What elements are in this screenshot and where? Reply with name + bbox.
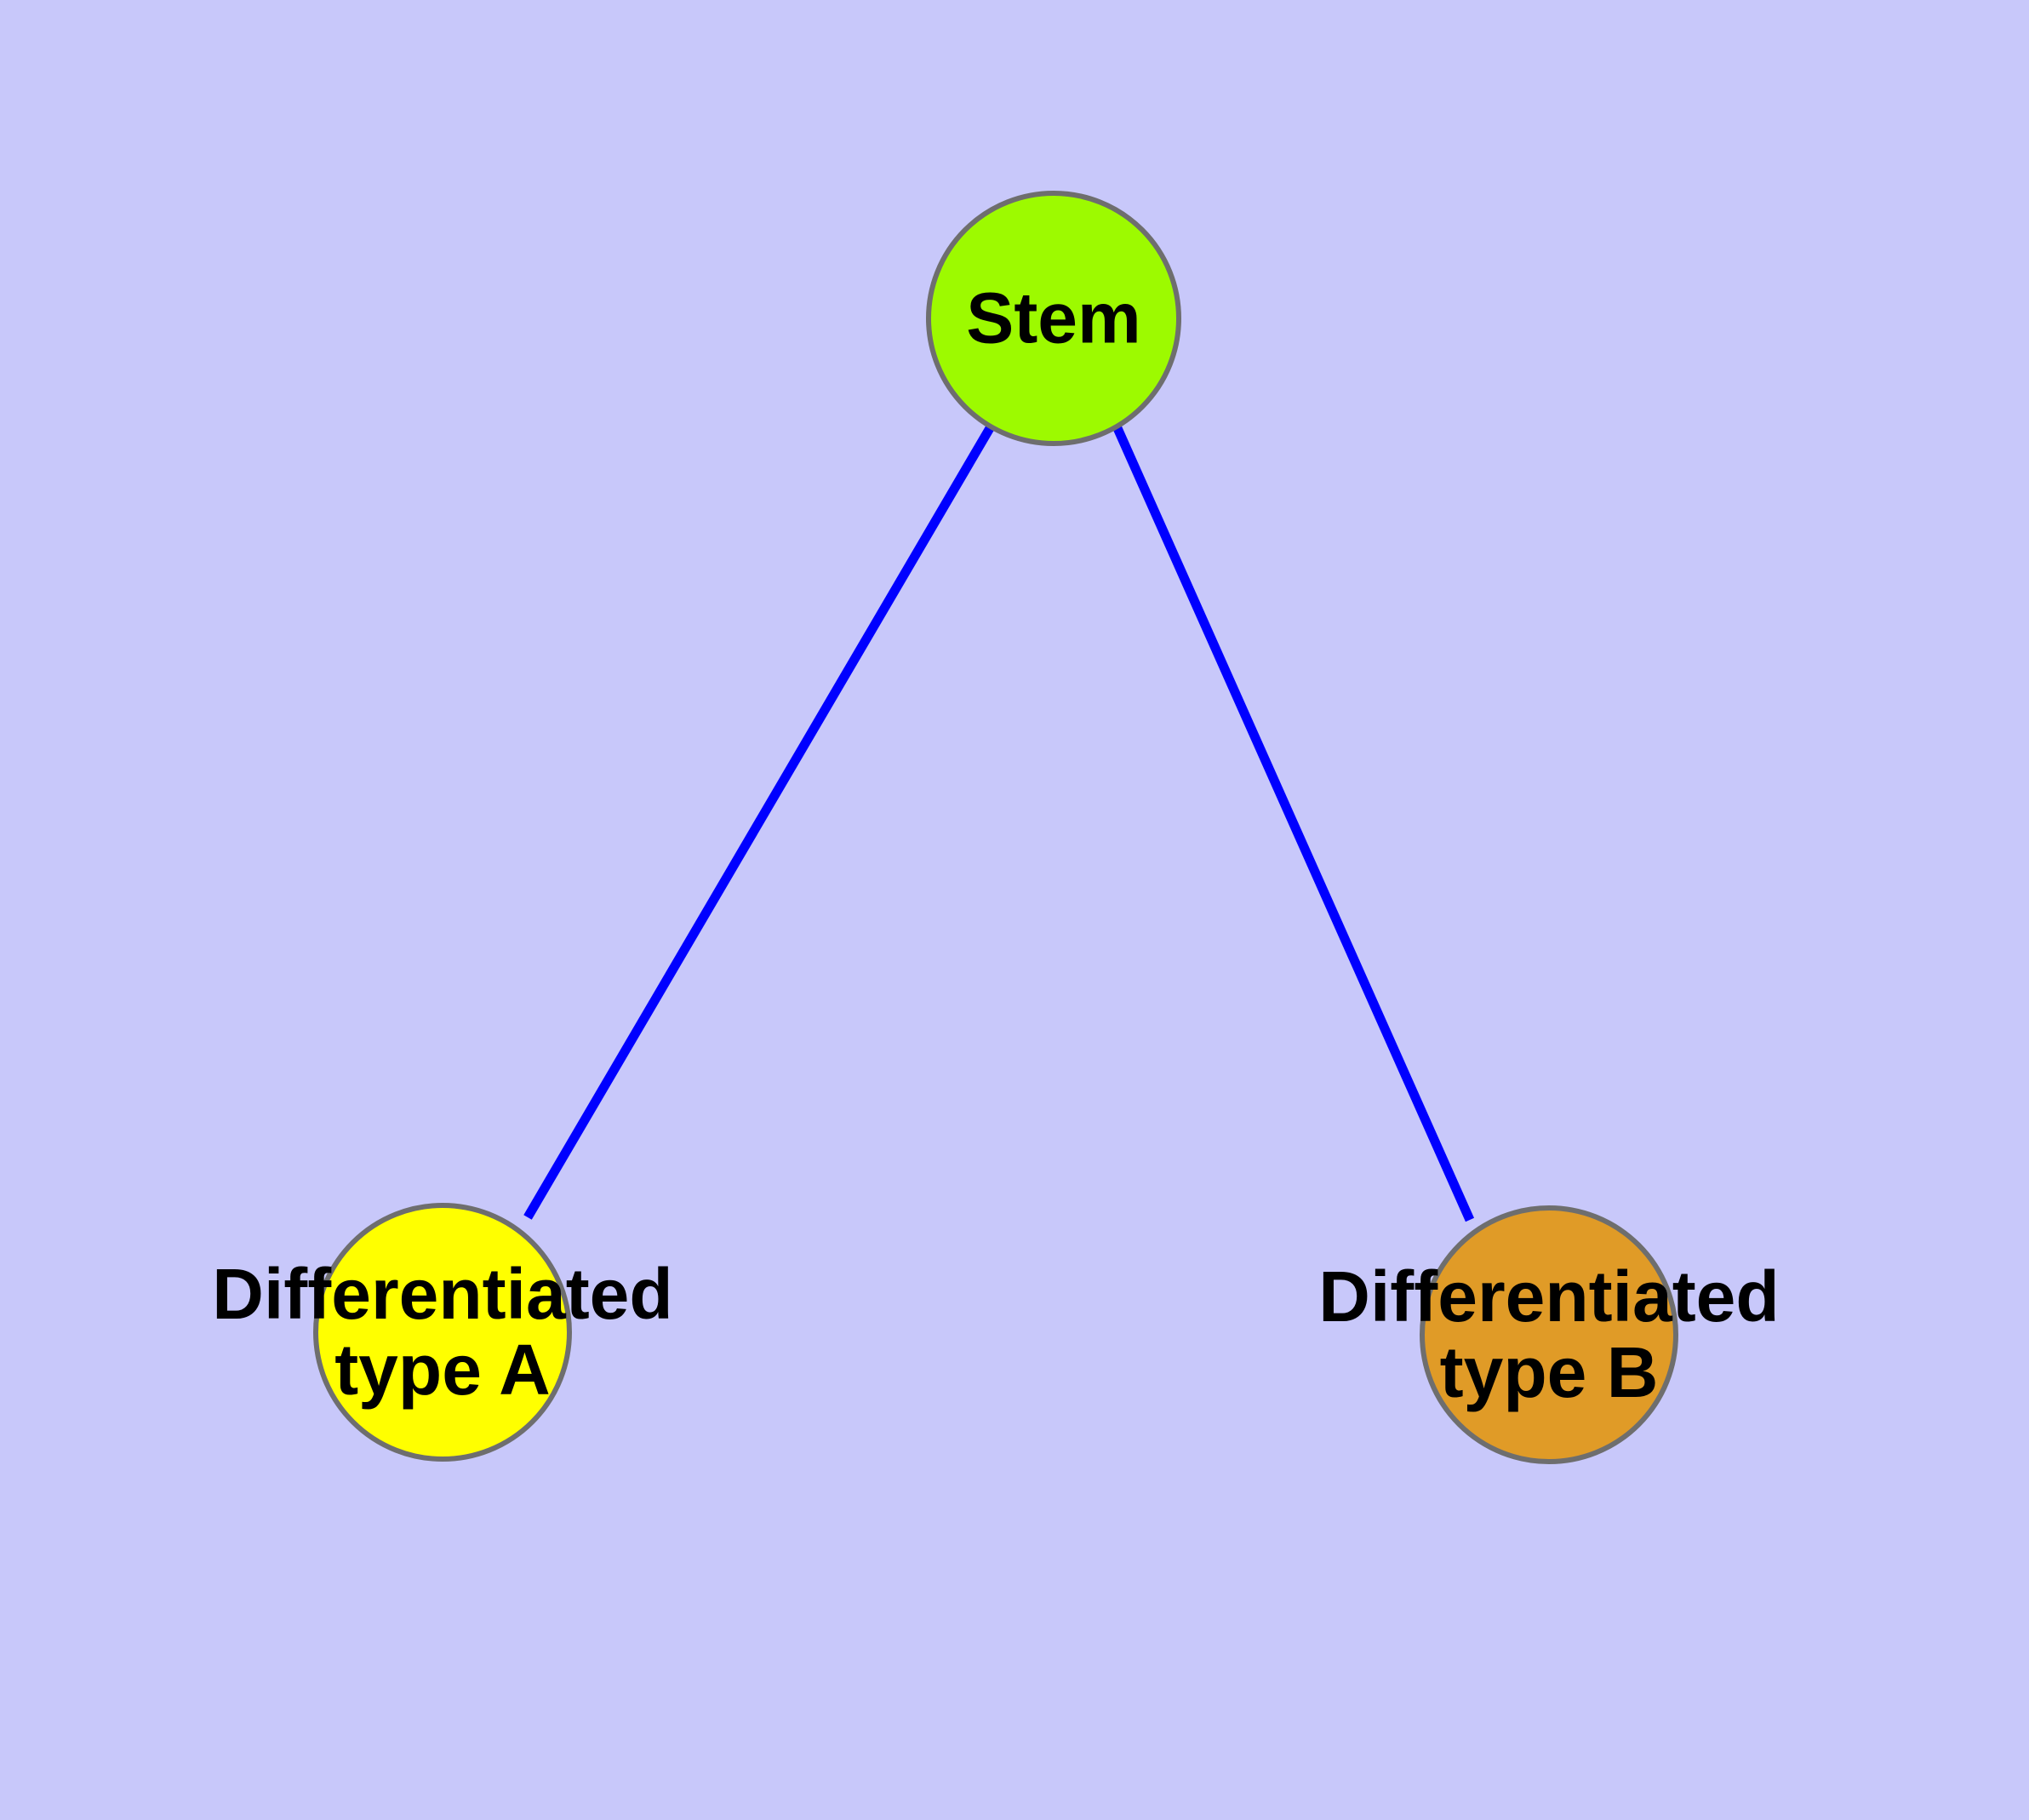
graph-node-stem[interactable] — [926, 191, 1181, 446]
graph-edge-stem-to-b[interactable] — [1112, 426, 1475, 1222]
graph-node-diff_a[interactable] — [313, 1203, 572, 1462]
graph-edge-stem-to-a[interactable] — [523, 426, 994, 1220]
graph-node-diff_b[interactable] — [1420, 1205, 1678, 1464]
nodes-layer — [313, 191, 1678, 1464]
edges-layer — [523, 426, 1475, 1222]
